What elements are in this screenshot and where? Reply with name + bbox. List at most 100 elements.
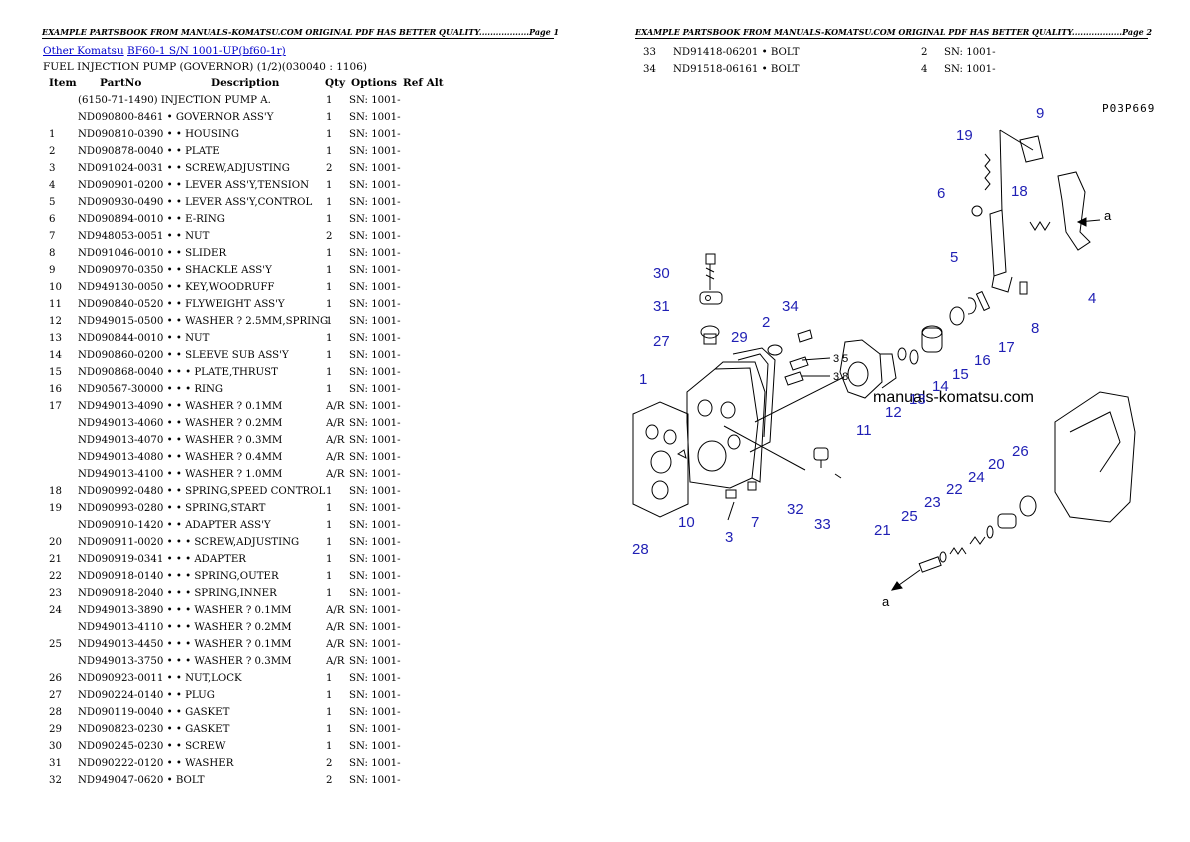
row-options: SN: 1001-	[349, 282, 401, 293]
callout-14: 14	[932, 378, 949, 395]
row-qty: 1	[326, 316, 333, 327]
housing-hole	[697, 440, 727, 472]
row-part-and-description: ND91418-06201 • BOLT	[673, 47, 800, 58]
row-part-and-description: ND090840-0520 • • FLYWEIGHT ASS'Y	[78, 299, 285, 310]
dimension-line	[801, 357, 831, 361]
row-item-number: 18	[49, 486, 62, 497]
row-item-number: 13	[49, 333, 62, 344]
callout-7: 7	[751, 514, 759, 531]
rod-part	[999, 129, 1003, 213]
column-header-ref-alt: Ref Alt	[403, 77, 444, 89]
row-qty: 1	[326, 112, 333, 123]
row-part-and-description: ND949047-0620 • BOLT	[78, 775, 205, 786]
callout-25: 25	[901, 508, 918, 525]
bolt-part	[789, 356, 809, 371]
row-options: SN: 1001-	[349, 758, 401, 769]
callout-26: 26	[1012, 443, 1029, 460]
row-options: SN: 1001-	[349, 112, 401, 123]
row-qty: 1	[326, 537, 333, 548]
row-part-and-description: ND949013-4080 • • WASHER ? 0.4MM	[78, 452, 283, 463]
row-options: SN: 1001-	[349, 673, 401, 684]
row-qty: 1	[326, 333, 333, 344]
washer-part	[705, 295, 711, 301]
row-part-and-description: ND949013-4100 • • WASHER ? 1.0MM	[78, 469, 283, 480]
row-options: SN: 1001-	[349, 418, 401, 429]
screw-part	[725, 489, 737, 499]
e-ring-part	[971, 205, 983, 217]
sleeve-part	[921, 327, 943, 353]
screw-part	[705, 253, 716, 265]
bolt-part	[813, 447, 829, 461]
row-options: SN: 1001-	[349, 214, 401, 225]
row-part-and-description: ND090800-8461 • GOVERNOR ASS'Y	[78, 112, 274, 123]
row-item-number: 11	[49, 299, 62, 310]
callout-18: 18	[1011, 183, 1028, 200]
row-qty: 1	[326, 486, 333, 497]
row-item-number: 2	[49, 146, 56, 157]
row-part-and-description: ND090992-0480 • • SPRING,SPEED CONTROL	[78, 486, 326, 497]
bolt-part	[797, 329, 813, 343]
callout-23: 23	[924, 494, 941, 511]
washer-part	[897, 347, 907, 361]
callout-3: 3	[725, 529, 733, 546]
page-header: EXAMPLE PARTSBOOK FROM MANUALS-KOMATSU.C…	[42, 27, 560, 37]
row-options: SN: 1001-	[349, 741, 401, 752]
row-qty: 1	[326, 95, 333, 106]
row-item-number: 30	[49, 741, 62, 752]
gasket-hole	[663, 429, 677, 445]
shackle-part	[1019, 135, 1044, 163]
arrow-head	[1076, 217, 1087, 227]
row-part-and-description: ND090970-0350 • • SHACKLE ASS'Y	[78, 265, 272, 276]
plate-part	[949, 306, 965, 326]
gasket-part	[632, 401, 689, 518]
row-qty: A/R	[326, 452, 345, 463]
breadcrumb-link-model[interactable]: BF60-1 S/N 1001-UP(bf60-1r)	[126, 45, 286, 57]
column-header-options: Options	[351, 77, 397, 89]
row-item-number: 12	[49, 316, 62, 327]
key-part	[677, 449, 687, 459]
row-part-and-description: (6150-71-1490) INJECTION PUMP A.	[78, 95, 271, 106]
row-qty: 1	[326, 503, 333, 514]
row-qty: 1	[326, 520, 333, 531]
callout-30: 30	[653, 265, 670, 282]
row-qty: 1	[326, 367, 333, 378]
row-item-number: 20	[49, 537, 62, 548]
callout-20: 20	[988, 456, 1005, 473]
row-part-and-description: ND090993-0280 • • SPRING,START	[78, 503, 266, 514]
housing-part	[686, 367, 759, 489]
row-item-number: 8	[49, 248, 56, 259]
row-item-number: 33	[643, 47, 656, 58]
diagram-linework	[632, 129, 1136, 591]
row-options: SN: 1001-	[349, 724, 401, 735]
header-divider	[42, 38, 554, 39]
nut-part	[747, 481, 757, 491]
ring-part	[967, 297, 977, 315]
row-item-number: 28	[49, 707, 62, 718]
tension-lever-part	[1057, 171, 1091, 251]
breadcrumb-link-other-komatsu[interactable]: Other Komatsu	[43, 45, 124, 57]
slider-part	[1019, 281, 1028, 295]
parts-page-2: EXAMPLE PARTSBOOK FROM MANUALS-KOMATSU.C…	[595, 0, 1190, 842]
screw-part	[997, 513, 1017, 529]
callout-10: 10	[678, 514, 695, 531]
dimension-label: 3 5	[833, 353, 848, 365]
control-lever-part	[991, 275, 1013, 293]
row-qty: 1	[326, 282, 333, 293]
row-qty: A/R	[326, 605, 345, 616]
